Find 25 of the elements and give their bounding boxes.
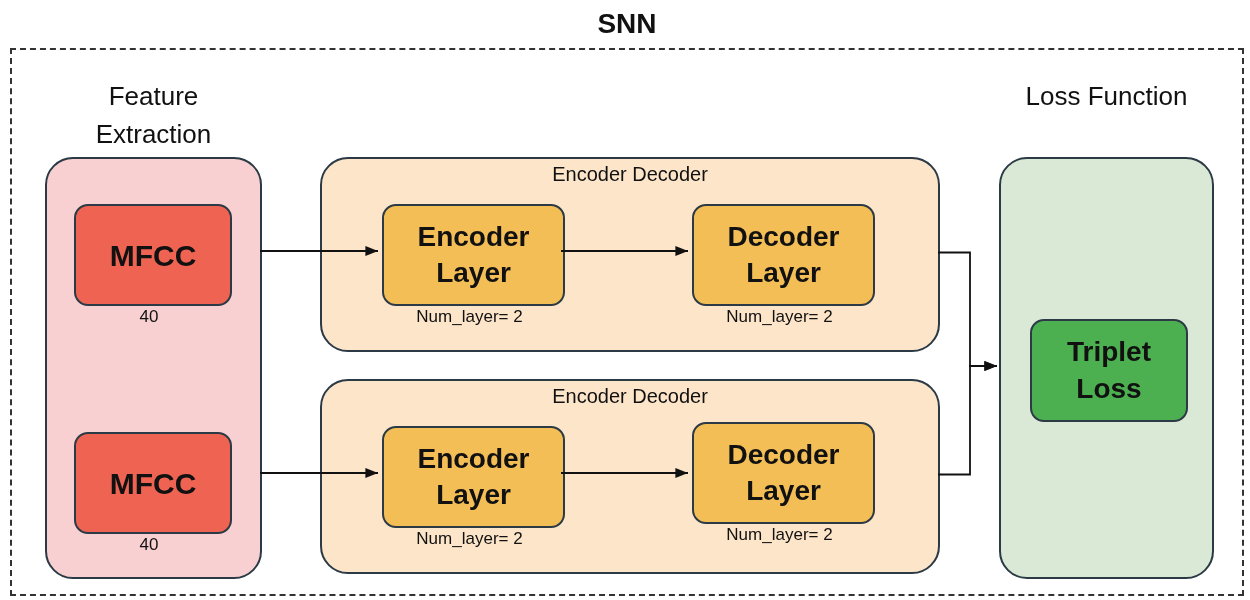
- process-box: Encoder Layer: [382, 426, 565, 528]
- process-box: MFCC: [74, 432, 232, 534]
- arrow: [259, 467, 379, 479]
- arrow: [937, 360, 998, 476]
- panel-heading: Encoder Decoder: [552, 163, 708, 186]
- panel: [320, 379, 940, 574]
- box-caption: Num_layer= 2: [725, 525, 834, 545]
- panel: [320, 157, 940, 352]
- box-caption: Num_layer= 2: [415, 307, 524, 327]
- arrow: [560, 467, 689, 479]
- group-title: SNN: [596, 8, 658, 40]
- process-box: Encoder Layer: [382, 204, 565, 306]
- box-caption: Num_layer= 2: [725, 307, 834, 327]
- arrow: [560, 245, 689, 257]
- box-caption: Num_layer= 2: [415, 529, 524, 549]
- box-caption: 40: [138, 307, 160, 327]
- panel-heading: Loss Function: [1024, 80, 1189, 113]
- panel-heading: Feature Extraction: [94, 80, 213, 151]
- box-caption: 40: [138, 535, 160, 555]
- process-box: Decoder Layer: [692, 422, 875, 524]
- panel-heading: Encoder Decoder: [552, 385, 708, 408]
- arrow: [259, 245, 379, 257]
- process-box: MFCC: [74, 204, 232, 306]
- process-box: Decoder Layer: [692, 204, 875, 306]
- process-box: Triplet Loss: [1030, 319, 1188, 422]
